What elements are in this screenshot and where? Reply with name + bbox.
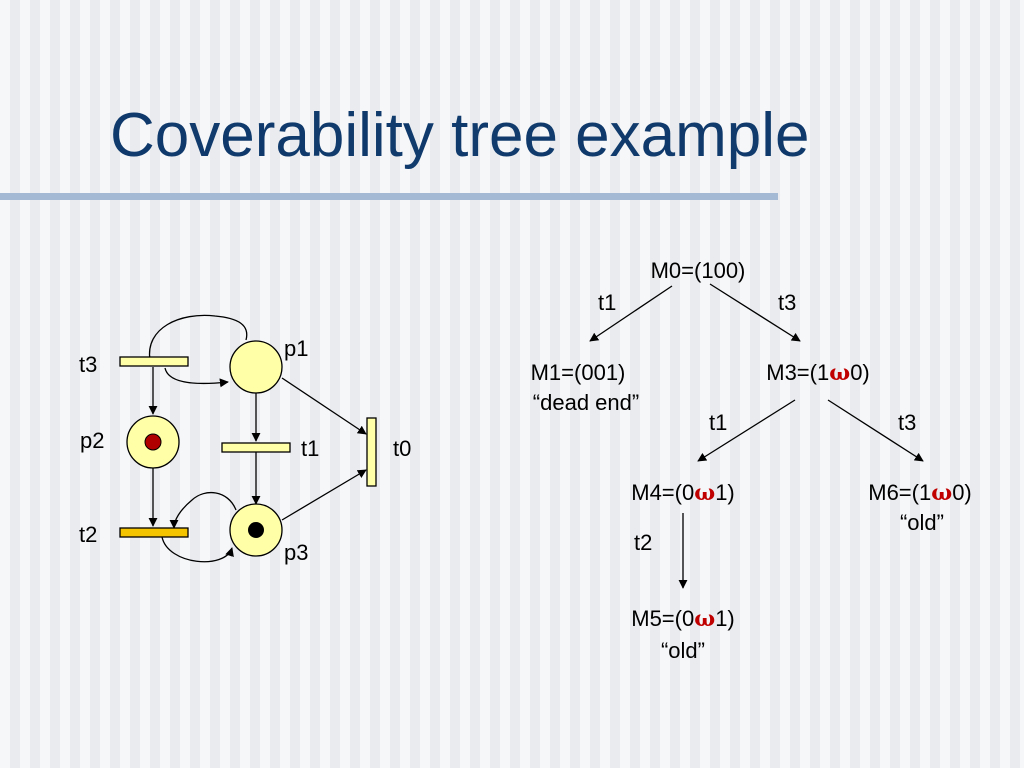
transition-t2 — [119, 527, 189, 538]
tree-node-m3-prefix: M3=(1 — [766, 360, 829, 385]
omega-symbol: ω — [931, 480, 952, 506]
label-p2: p2 — [80, 428, 104, 453]
label-p1: p1 — [284, 336, 308, 361]
tree-node-m0: M0=(100) — [651, 258, 746, 283]
label-t3: t3 — [79, 352, 97, 377]
tree-edge-m0-m3 — [709, 283, 801, 342]
tree-node-m5-note: “old” — [661, 638, 705, 663]
arc-t2-p3-loop-bottom — [161, 536, 234, 563]
label-t0: t0 — [393, 436, 411, 461]
omega-symbol: ω — [694, 480, 715, 506]
tree-edge-label-m3-m4: t1 — [709, 410, 727, 435]
arc-t3-p1-loop-bottom — [164, 367, 229, 388]
tree-node-m6-note: “old” — [900, 510, 944, 535]
tree-node-m3: M3=(1ω0) — [766, 360, 870, 386]
tree-edge-label-m4-m5: t2 — [634, 530, 652, 555]
transition-t3 — [119, 356, 189, 367]
tree-node-m6-prefix: M6=(1 — [868, 480, 931, 505]
petri-net: p1 p2 p3 t3 t1 t2 t0 — [79, 314, 411, 565]
omega-symbol: ω — [694, 606, 715, 632]
title-underline — [0, 193, 778, 200]
token-p3 — [248, 522, 264, 538]
tree-node-m1-note: “dead end” — [533, 390, 639, 415]
arc-t3-p1-loop-top — [148, 314, 248, 361]
transition-t0 — [366, 417, 377, 487]
arc-p3-t2-loop-top — [169, 491, 237, 529]
slide-title: Coverability tree example — [110, 101, 810, 170]
tree-edge-m3-m6 — [827, 399, 924, 462]
transition-t1 — [221, 442, 291, 453]
tree-edge-label-m0-m3: t3 — [778, 290, 796, 315]
tree-node-m4: M4=(0ω1) — [631, 480, 735, 506]
tree-edge-m3-m4 — [697, 399, 796, 462]
tree-node-m5: M5=(0ω1) — [631, 606, 735, 632]
omega-symbol: ω — [829, 360, 850, 386]
tree-node-m4-suffix: 1) — [715, 480, 735, 505]
tree-node-m1: M1=(001) — [531, 360, 626, 385]
label-t2: t2 — [79, 522, 97, 547]
tree-node-m6: M6=(1ω0) — [868, 480, 972, 506]
arc-p3-t0 — [281, 469, 367, 521]
tree-node-m6-suffix: 0) — [952, 480, 972, 505]
tree-edge-m0-m1 — [589, 285, 673, 342]
token-p2 — [144, 433, 162, 451]
tree-edge-label-m3-m6: t3 — [898, 410, 916, 435]
coverability-tree: t1 t3 t1 t3 t2 M0=(100) M1=(001) “dead e… — [531, 258, 972, 663]
tree-node-m3-suffix: 0) — [850, 360, 870, 385]
tree-node-m4-prefix: M4=(0 — [631, 480, 694, 505]
tree-edge-label-m0-m1: t1 — [598, 290, 616, 315]
tree-node-m5-prefix: M5=(0 — [631, 606, 694, 631]
label-t1: t1 — [301, 436, 319, 461]
label-p3: p3 — [284, 540, 308, 565]
tree-node-m5-suffix: 1) — [715, 606, 735, 631]
place-p1 — [229, 340, 283, 394]
arc-p1-t0 — [281, 377, 367, 435]
